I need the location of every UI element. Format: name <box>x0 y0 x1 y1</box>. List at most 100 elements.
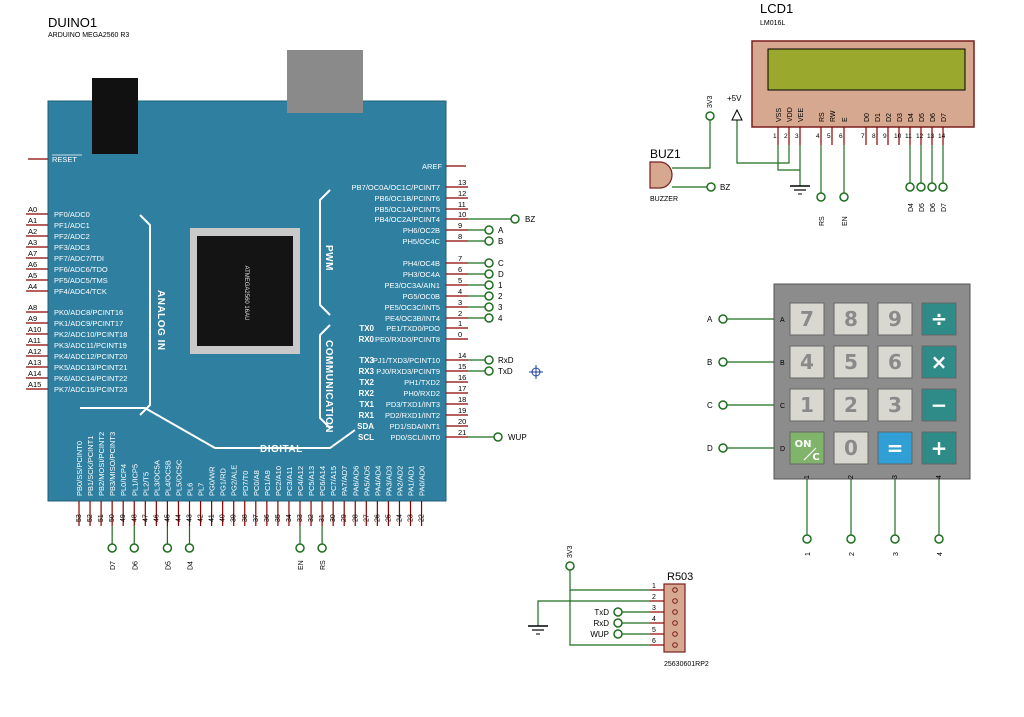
net-terminal-bz <box>510 214 520 224</box>
arduino-pin-number: 10 <box>458 210 466 219</box>
arduino-pin-function: PA0/AD0 <box>418 466 427 496</box>
arduino-pin-function: PA2/AD2 <box>395 466 404 496</box>
keypad-key[interactable] <box>921 302 957 336</box>
arduino-ref: DUINO1 <box>48 15 97 30</box>
arduino-pin-function: PF7/ADC7/TDI <box>54 254 104 263</box>
keypad-key[interactable] <box>833 302 869 336</box>
r503-net-label: RxD <box>593 619 609 628</box>
arduino-pin-function: PK2/ADC10/PCINT18 <box>54 330 127 339</box>
arduino-pin-function: PB3/MISO/PCINT3 <box>108 432 117 496</box>
arduino-pin-function: PD1/SDA/INT1 <box>390 422 440 431</box>
key-label: 4 <box>800 350 814 374</box>
buzzer-model: BUZZER <box>650 196 678 203</box>
keypad-key[interactable] <box>877 431 913 465</box>
net-label: 1 <box>498 281 503 290</box>
arduino-pin-number: 7 <box>458 254 462 263</box>
lcd-pin-name: D7 <box>941 113 948 122</box>
lcd-screen <box>767 48 966 91</box>
arduino-pin-number: 41 <box>209 514 216 522</box>
arduino-pin-function: PJ1/TXD3/PCINT10 <box>373 356 440 365</box>
arduino-pin-function: PD2/RXD1/INT2 <box>385 411 440 420</box>
net-terminal-c <box>484 258 494 268</box>
keypad-key[interactable] <box>789 302 825 336</box>
arduino-pin-number: 11 <box>458 200 466 209</box>
lcd-pin-name: D4 <box>908 113 915 122</box>
buzzer: BUZ1 BUZZER 3V3 BZ <box>649 95 730 203</box>
arduino-pin-function: PL3/OC5A <box>152 460 161 496</box>
keypad-key[interactable] <box>833 431 869 465</box>
keypad-key[interactable] <box>789 431 825 465</box>
key-label: C <box>812 452 819 463</box>
keypad-key[interactable] <box>877 302 913 336</box>
key-label: 3 <box>888 393 902 417</box>
arduino-pin-number: 23 <box>408 514 415 522</box>
lcd-pin-name: E <box>842 117 849 122</box>
keypad-col-terminal <box>846 534 856 544</box>
lcd-pin-name: D3 <box>897 113 904 122</box>
arduino-pin-number: 30 <box>330 514 337 522</box>
key-label: 8 <box>844 307 858 331</box>
arduino-pin-function: PF2/ADC2 <box>54 232 90 241</box>
keypad-key[interactable] <box>789 345 825 379</box>
keypad-key[interactable] <box>921 345 957 379</box>
arduino-pin-function: PK7/ADC15/PCINT23 <box>54 385 127 394</box>
arduino-pin-function: PC7/A15 <box>329 466 338 496</box>
supply-arrow-icon <box>731 108 743 121</box>
bottom-pin-group: 53PB0/SS/PCINT052PB1/SCK/PCINT151PB2/MOS… <box>75 432 427 570</box>
keypad-key[interactable] <box>877 345 913 379</box>
keypad-key[interactable] <box>789 388 825 422</box>
section-communication: COMMUNICATION <box>323 340 334 433</box>
r503-pin-number: 6 <box>652 638 656 645</box>
net-terminal-en <box>295 543 305 553</box>
arduino-pin-label: A10 <box>28 325 41 334</box>
net-terminal-d6 <box>129 543 139 553</box>
key-label: = <box>887 436 904 460</box>
lcd-pin-number: 2 <box>784 133 788 140</box>
section-analog-in: ANALOG IN <box>155 290 166 351</box>
r503-net-label: TxD <box>594 608 609 617</box>
arduino-pin-function: PC1/A9 <box>263 470 272 496</box>
net-terminal-d7 <box>107 543 117 553</box>
net-label: D7 <box>110 561 117 570</box>
keypad-row-terminal <box>718 400 728 410</box>
arduino-pin-function: PD0/SCL/INT0 <box>390 433 440 442</box>
arduino-pin-function: PB5/OC1A/PCINT5 <box>375 205 440 214</box>
arduino-pin-number: 25 <box>385 514 392 522</box>
lcd-pin-number: 5 <box>827 133 831 140</box>
arduino-pin-function: PL4/OC5B <box>163 460 172 496</box>
arduino-pin-label: A9 <box>28 314 37 323</box>
arduino-pin-number: 5 <box>458 276 462 285</box>
arduino-pin-function: PK0/ADC8/PCINT16 <box>54 308 123 317</box>
arduino-pin-number: 26 <box>374 514 381 522</box>
r503-3v3-terminal <box>565 561 575 571</box>
r503-ref: R503 <box>667 571 693 583</box>
key-label: 0 <box>844 436 858 460</box>
keypad-key[interactable] <box>921 431 957 465</box>
lcd-pin-name: RS <box>819 112 826 122</box>
r503-pin-number: 5 <box>652 627 656 634</box>
keypad-key[interactable] <box>833 388 869 422</box>
lcd-terminal-d4 <box>905 182 915 192</box>
arduino-pin-function: PC3/A11 <box>285 467 294 496</box>
lcd-net-label: RS <box>819 216 826 226</box>
arduino-pin-function: PB6/OC1B/PCINT6 <box>375 194 440 203</box>
arduino-pin-function: PH6/OC2B <box>403 226 440 235</box>
r503-net-label: WUP <box>590 630 609 639</box>
r503-body <box>663 583 686 653</box>
keypad-key[interactable] <box>921 388 957 422</box>
arduino-comm-tag: TX1 <box>359 400 374 409</box>
keypad-key[interactable] <box>833 345 869 379</box>
arduino-pin-number: 37 <box>253 514 260 522</box>
keypad-col-pin: 1 <box>804 475 811 479</box>
arduino-comm-tag: SDA <box>357 422 374 431</box>
key-label: 7 <box>800 307 814 331</box>
r503-pin-number: 2 <box>652 594 656 601</box>
arduino-pin-function: PC6/A14 <box>318 466 327 496</box>
arduino-pin-function: PF4/ADC4/TCK <box>54 287 107 296</box>
arduino-pin-function: PE3/OC3A/AIN1 <box>385 281 440 290</box>
arduino-pin-function: PB1/SCK/PCINT1 <box>86 436 95 496</box>
keypad-key[interactable] <box>877 388 913 422</box>
arduino-pin-number: 33 <box>297 514 304 522</box>
arduino-pin-label: A11 <box>28 336 41 345</box>
